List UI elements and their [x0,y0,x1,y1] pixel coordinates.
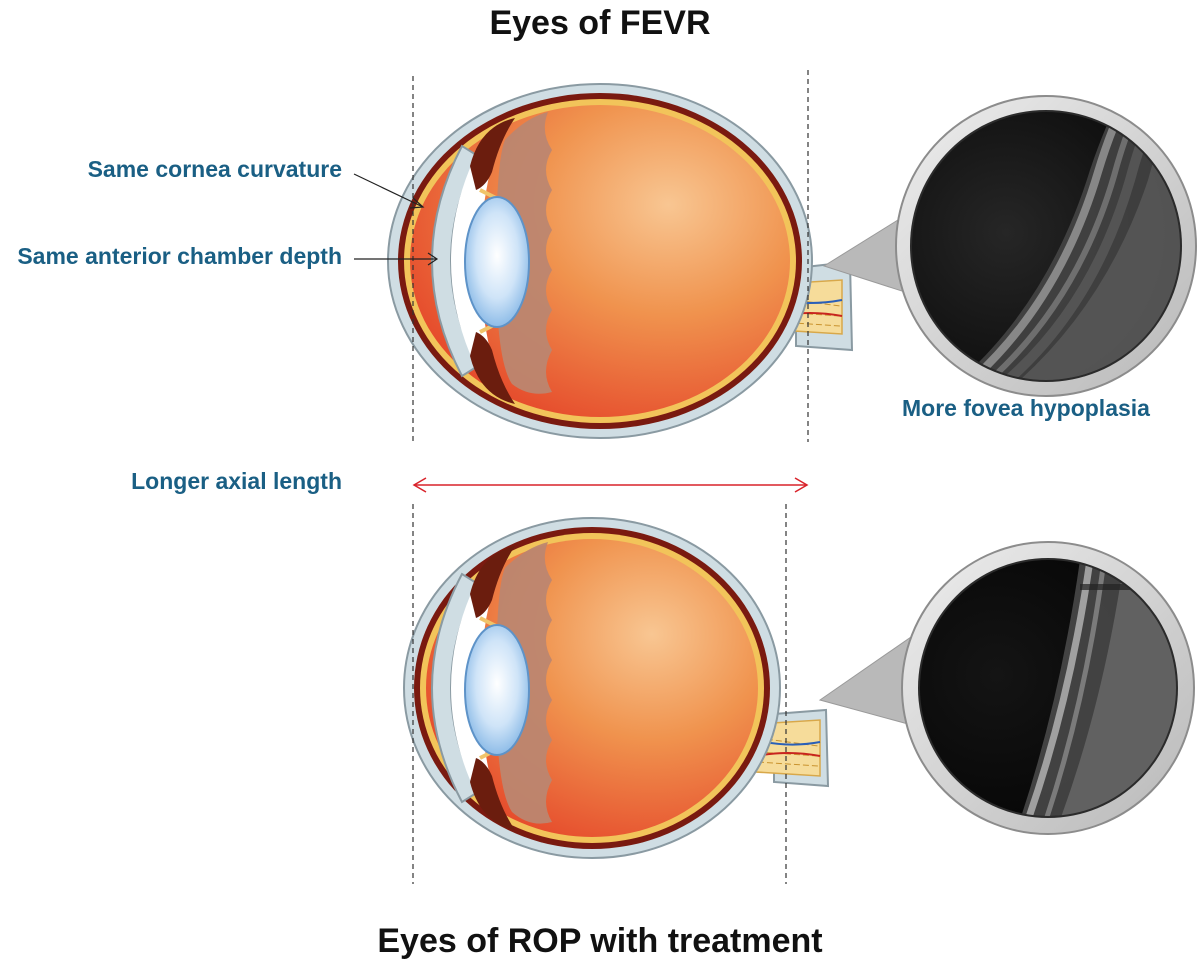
pointer-cornea [353,173,425,209]
eye-rop [403,517,830,859]
oct-callout-rop [818,541,1195,835]
lens-fevr [464,196,530,328]
label-axial-length: Longer axial length [131,468,342,494]
label-anterior-chamber-depth: Same anterior chamber depth [17,243,342,269]
iris-lower-fevr [470,332,515,404]
axial-length-arrow [412,477,809,493]
lens-rop [464,624,530,756]
oct-callout-fevr [822,95,1197,397]
eye-fevr [387,83,854,439]
title-fevr: Eyes of FEVR [489,4,711,42]
iris-lower-rop [470,758,515,830]
label-fovea-hypoplasia: More fovea hypoplasia [902,395,1150,421]
iris-upper-fevr [470,118,515,190]
pointer-chamber [354,252,439,266]
title-rop: Eyes of ROP with treatment [377,922,823,960]
iris-upper-rop [470,546,515,618]
label-cornea-curvature: Same cornea curvature [87,156,342,182]
